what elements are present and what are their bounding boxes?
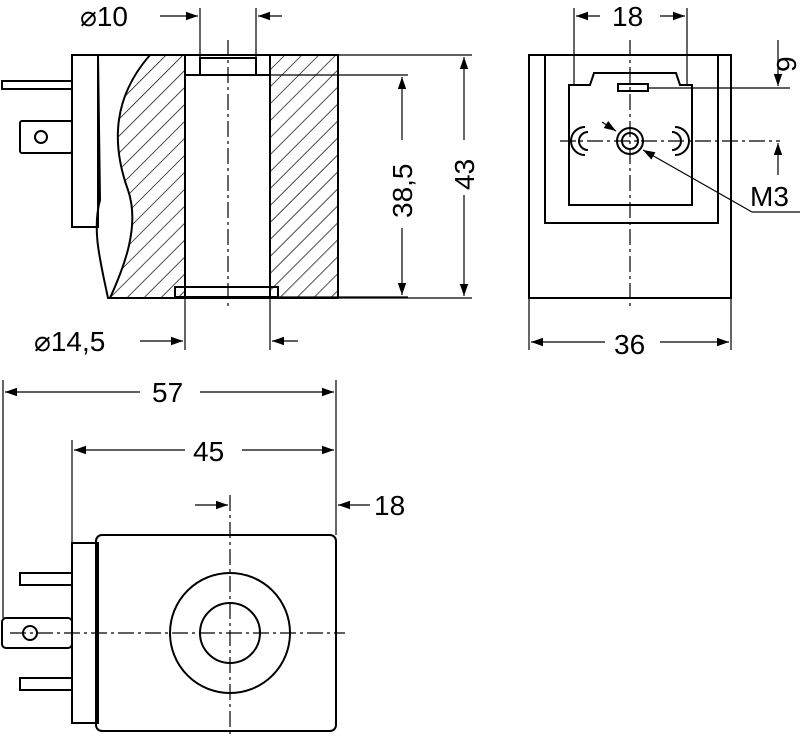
hatched-section-left (108, 54, 186, 299)
dim-total-height: 43 (449, 159, 480, 190)
dim-bore-inner-dia: ⌀10 (80, 1, 128, 32)
dim-bore-outer-dia: ⌀14,5 (34, 326, 105, 357)
dim-center-offset: 18 (374, 490, 405, 521)
side-view: M3 18 9 36 (528, 1, 800, 360)
top-view: 57 45 18 (1, 377, 405, 735)
dim-inner-height: 38,5 (387, 164, 418, 219)
dim-total-length: 57 (152, 377, 183, 408)
dim-connector-offset: 9 (771, 56, 800, 72)
connector-housing (568, 72, 693, 206)
terminal-pins (1, 54, 99, 228)
dim-body-length: 45 (193, 436, 224, 467)
dim-thread: M3 (750, 181, 789, 212)
section-view: 38,5 43 ⌀10 ⌀14,5 (1, 1, 480, 357)
dim-width: 36 (614, 329, 645, 360)
dim-connector-pitch: 18 (612, 1, 643, 32)
hatched-section-right (269, 54, 339, 299)
